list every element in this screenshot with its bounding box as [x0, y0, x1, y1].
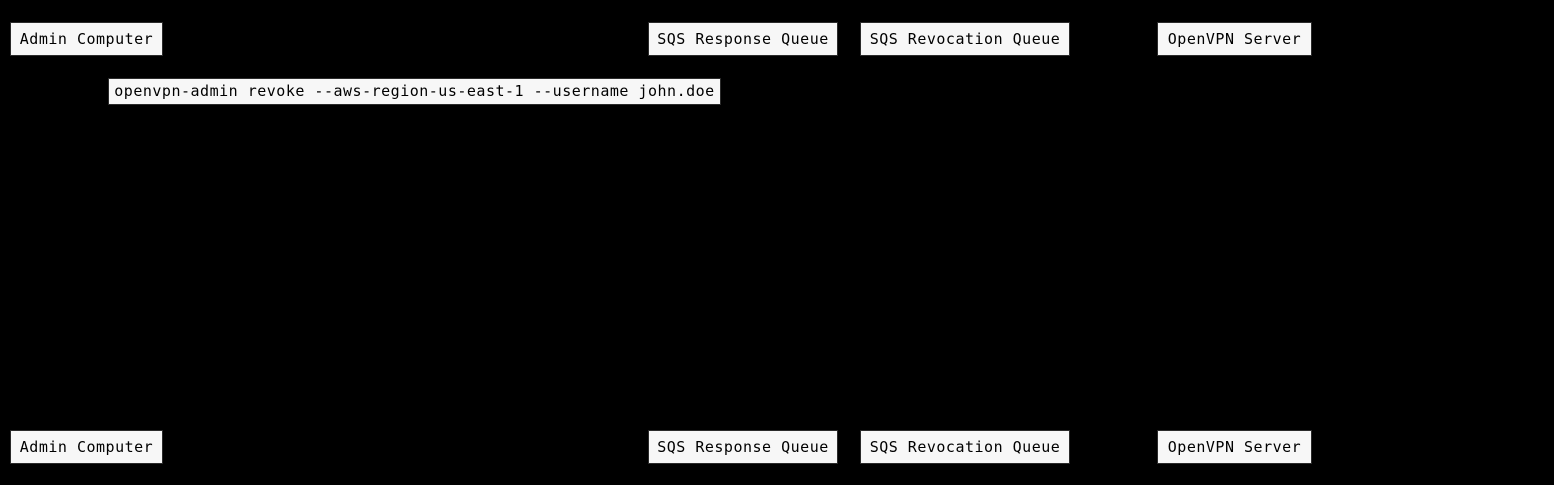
participant-header-openvpn-server[interactable]: OpenVPN Server — [1157, 22, 1312, 56]
lifeline-admin-computer — [87, 56, 88, 430]
participant-header-sqs-revocation-queue[interactable]: SQS Revocation Queue — [860, 22, 1070, 56]
lifeline-sqs-revocation-queue — [965, 56, 966, 430]
participant-header-sqs-response-queue[interactable]: SQS Response Queue — [648, 22, 838, 56]
lifeline-openvpn-server — [1234, 56, 1235, 430]
participant-header-admin-computer[interactable]: Admin Computer — [10, 22, 163, 56]
participant-footer-sqs-response-queue[interactable]: SQS Response Queue — [648, 430, 838, 464]
participant-footer-admin-computer[interactable]: Admin Computer — [10, 430, 163, 464]
message-label-revoke-command[interactable]: openvpn-admin revoke --aws-region-us-eas… — [108, 78, 721, 105]
participant-footer-openvpn-server[interactable]: OpenVPN Server — [1157, 430, 1312, 464]
participant-footer-sqs-revocation-queue[interactable]: SQS Revocation Queue — [860, 430, 1070, 464]
lifeline-sqs-response-queue — [743, 56, 744, 430]
